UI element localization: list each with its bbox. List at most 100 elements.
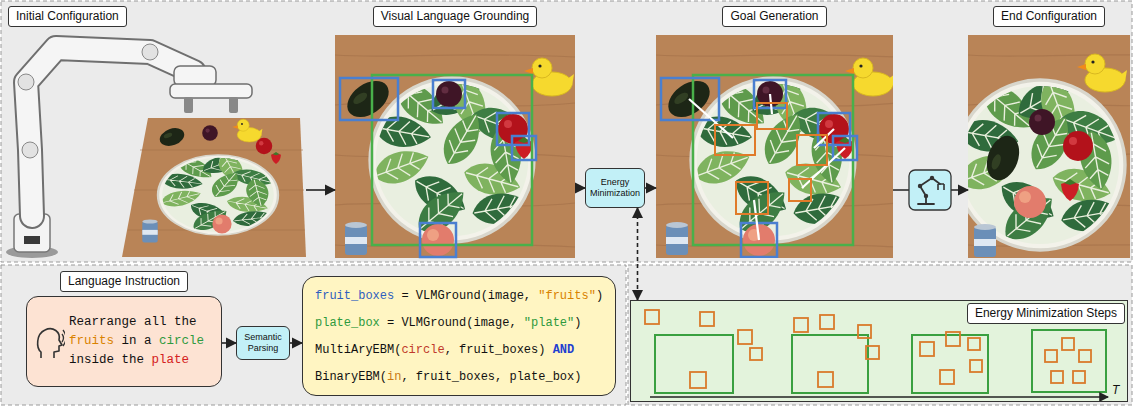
robot-execute-icon xyxy=(938,184,944,190)
robot-arm xyxy=(6,44,252,258)
energy-steps-sketch xyxy=(655,330,1106,393)
code-line: fruit_boxes xyxy=(459,343,538,357)
energy-steps-sketch xyxy=(1062,338,1074,350)
energy-steps-sketch xyxy=(690,372,706,388)
energy-steps-sketch xyxy=(858,325,871,338)
energy-steps-sketch xyxy=(750,348,762,360)
energy-steps-sketch xyxy=(820,315,834,329)
instruction-bubble xyxy=(38,328,62,357)
code-line: fruit_boxes xyxy=(416,370,495,384)
code-line: plate_box xyxy=(315,316,380,330)
robot-arm xyxy=(170,84,252,98)
initial-scene-photo xyxy=(256,138,273,155)
initial-scene-photo xyxy=(157,125,186,149)
image-panel: End Configuration xyxy=(968,4,1130,258)
robot-execute-icon xyxy=(930,176,934,180)
end-photo xyxy=(1014,186,1046,218)
flow-arrow xyxy=(306,189,335,191)
panel-heading: Visual Language Grounding xyxy=(373,6,538,27)
process-label: Semantic Parsing xyxy=(238,332,288,354)
initial-scene-photo xyxy=(212,214,231,233)
robot-arm xyxy=(174,66,216,86)
code-line: ( xyxy=(466,316,473,330)
instruction-text: circle xyxy=(159,334,204,348)
panel-heading: End Configuration xyxy=(993,6,1105,27)
flow-arrow xyxy=(645,187,656,189)
energy-steps-sketch xyxy=(1073,371,1085,383)
image-panel: Goal Generation xyxy=(656,4,893,258)
robot-arm xyxy=(24,236,40,244)
goal-photo xyxy=(757,103,787,129)
code-line: ) xyxy=(574,316,581,330)
flow-arrow xyxy=(222,342,236,344)
code-line: MultiAryEBM(circle, fruit_boxes) AND xyxy=(315,337,615,364)
code-line: fruit_boxes = VLMGround(image, "fruits") xyxy=(315,283,615,310)
goal-photo xyxy=(715,125,755,155)
energy-steps-sketch xyxy=(866,346,879,359)
energy-steps-sketch xyxy=(645,310,659,324)
goal-photo xyxy=(754,200,759,240)
instruction-text xyxy=(152,334,160,348)
energy-steps-sketch xyxy=(968,338,980,350)
goal-photo xyxy=(689,99,733,138)
robot-arm xyxy=(22,142,38,158)
code-line: ) xyxy=(596,289,603,303)
panel-grounds xyxy=(1,265,626,405)
code-line: BinaryEBM(in, fruit_boxes, plate_box) xyxy=(315,364,615,391)
end-photo xyxy=(1029,109,1055,135)
robot-arm xyxy=(184,97,193,113)
robot-arm xyxy=(26,48,194,216)
end-photo xyxy=(1077,54,1127,92)
code-line: , xyxy=(495,370,509,384)
initial-scene-photo xyxy=(142,219,157,242)
goal-photo xyxy=(789,179,811,201)
code-line: = xyxy=(394,289,416,303)
instruction-text: Rearrange xyxy=(69,315,137,329)
robot-execute-icon xyxy=(924,194,928,198)
goal-photo xyxy=(797,135,827,165)
initial-scene-photo xyxy=(157,151,278,235)
code-line: ( xyxy=(394,343,401,357)
code-line: plate_box = VLMGround(image, "plate") xyxy=(315,310,615,337)
end-photo xyxy=(981,131,1025,184)
energy-steps-sketch xyxy=(1051,371,1063,383)
instruction-text: the xyxy=(174,315,197,329)
robot-arm xyxy=(142,44,158,60)
instruction-text: inside xyxy=(69,353,114,367)
code-line: MultiAryEBM xyxy=(315,343,394,357)
initial-scene-photo xyxy=(122,118,306,257)
axis-label: T xyxy=(1112,383,1119,397)
code-line: , xyxy=(401,370,415,384)
flow-arrow xyxy=(290,342,302,344)
section-heading: Energy Minimization Steps xyxy=(967,303,1125,324)
code-line: circle xyxy=(401,343,444,357)
end-photo xyxy=(974,224,996,257)
instruction-text: a xyxy=(144,334,152,348)
panel-grounds xyxy=(628,265,1132,405)
instruction-text xyxy=(114,353,122,367)
flow-arrow xyxy=(575,187,585,189)
robot-arm xyxy=(229,97,238,113)
robot-arm xyxy=(18,74,34,90)
code-line: ) xyxy=(574,370,581,384)
energy-steps-sketch xyxy=(970,360,982,372)
code-line: "fruits" xyxy=(538,289,596,303)
panel-grounds xyxy=(1,1,1132,262)
goal-photo xyxy=(656,35,893,258)
initial-scene-photo xyxy=(232,119,262,142)
instruction-bubble xyxy=(62,330,65,346)
panel-grounds xyxy=(630,300,1128,402)
code-line: , xyxy=(509,316,523,330)
code-box: fruit_boxes = VLMGround(image, "fruits")… xyxy=(302,276,616,396)
goal-photo xyxy=(656,35,893,258)
end-photo xyxy=(1063,131,1093,161)
energy-steps-sketch xyxy=(1079,350,1091,362)
energy-steps-sketch xyxy=(1045,350,1057,362)
code-line: , xyxy=(445,343,459,357)
instruction-text: in xyxy=(122,334,137,348)
robot-execute-icon xyxy=(909,170,951,210)
instruction-text xyxy=(137,315,145,329)
code-line: VLMGround xyxy=(401,316,466,330)
instruction-text xyxy=(137,334,145,348)
code-line: VLMGround xyxy=(416,289,481,303)
